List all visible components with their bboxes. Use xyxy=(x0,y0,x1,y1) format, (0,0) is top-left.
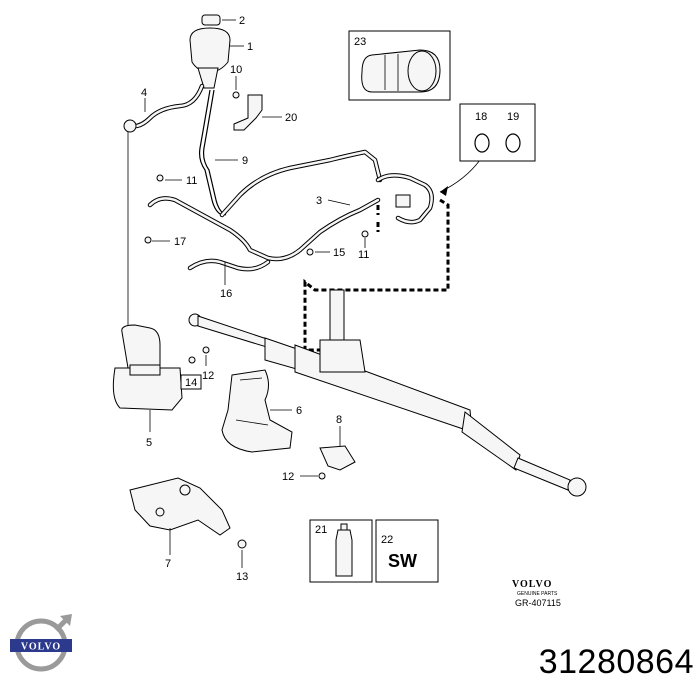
part-number: 31280864 xyxy=(538,643,694,681)
box-19-label: 19 xyxy=(507,111,519,123)
callout-1: 1 xyxy=(247,41,253,53)
rack-fittings xyxy=(375,173,434,225)
bracket-20 xyxy=(233,94,263,131)
callout-15: 15 xyxy=(333,247,345,259)
volvo-logo-icon: VOLVO xyxy=(10,614,72,672)
box-18-19 xyxy=(459,103,536,162)
callout-12-lower: 12 xyxy=(282,471,294,483)
callout-12-upper: 12 xyxy=(202,370,214,382)
callout-6: 6 xyxy=(296,405,302,417)
callout-2: 2 xyxy=(239,15,245,27)
o-ring-19 xyxy=(505,133,521,153)
hose-9 xyxy=(198,89,227,216)
callout-16: 16 xyxy=(220,288,232,300)
software-label: SW xyxy=(388,551,417,571)
steering-rack xyxy=(188,289,587,497)
heat-shield-6 xyxy=(221,369,293,453)
fluid-bottle-icon xyxy=(335,523,353,577)
logo-text: VOLVO xyxy=(21,642,61,653)
box-18-label: 18 xyxy=(475,111,487,123)
callout-3: 3 xyxy=(316,195,322,207)
o-ring-18 xyxy=(474,133,490,153)
brand-stamp-code: GR-407115 xyxy=(515,598,561,608)
callout-20: 20 xyxy=(285,112,297,124)
callout-13: 13 xyxy=(236,571,248,583)
callout-11-lower: 11 xyxy=(358,249,369,261)
callout-8: 8 xyxy=(336,414,342,426)
bracket-8 xyxy=(319,445,356,471)
box-14 xyxy=(180,374,202,390)
callout-9: 9 xyxy=(242,155,248,167)
hose-4 xyxy=(123,83,205,133)
callout-4: 4 xyxy=(141,87,147,99)
callout-5: 5 xyxy=(146,437,152,449)
callout-10: 10 xyxy=(230,64,242,76)
brand-stamp-subtitle: GENUINE PARTS xyxy=(517,591,558,597)
brand-stamp-name: VOLVO xyxy=(512,579,552,590)
callout-14: 14 xyxy=(185,377,197,389)
reservoir xyxy=(189,14,231,89)
box-22-label: 22 xyxy=(381,534,393,546)
bracket-7 xyxy=(129,477,231,536)
pump-5 xyxy=(112,324,183,411)
box-22 xyxy=(375,519,439,583)
callout-17: 17 xyxy=(174,236,186,248)
grommet-23 xyxy=(361,49,441,93)
hose-3 xyxy=(147,149,383,272)
callout-11-upper: 11 xyxy=(186,175,197,187)
callout-7: 7 xyxy=(165,558,171,570)
box-23-label: 23 xyxy=(354,36,366,48)
box-21-label: 21 xyxy=(315,524,327,536)
